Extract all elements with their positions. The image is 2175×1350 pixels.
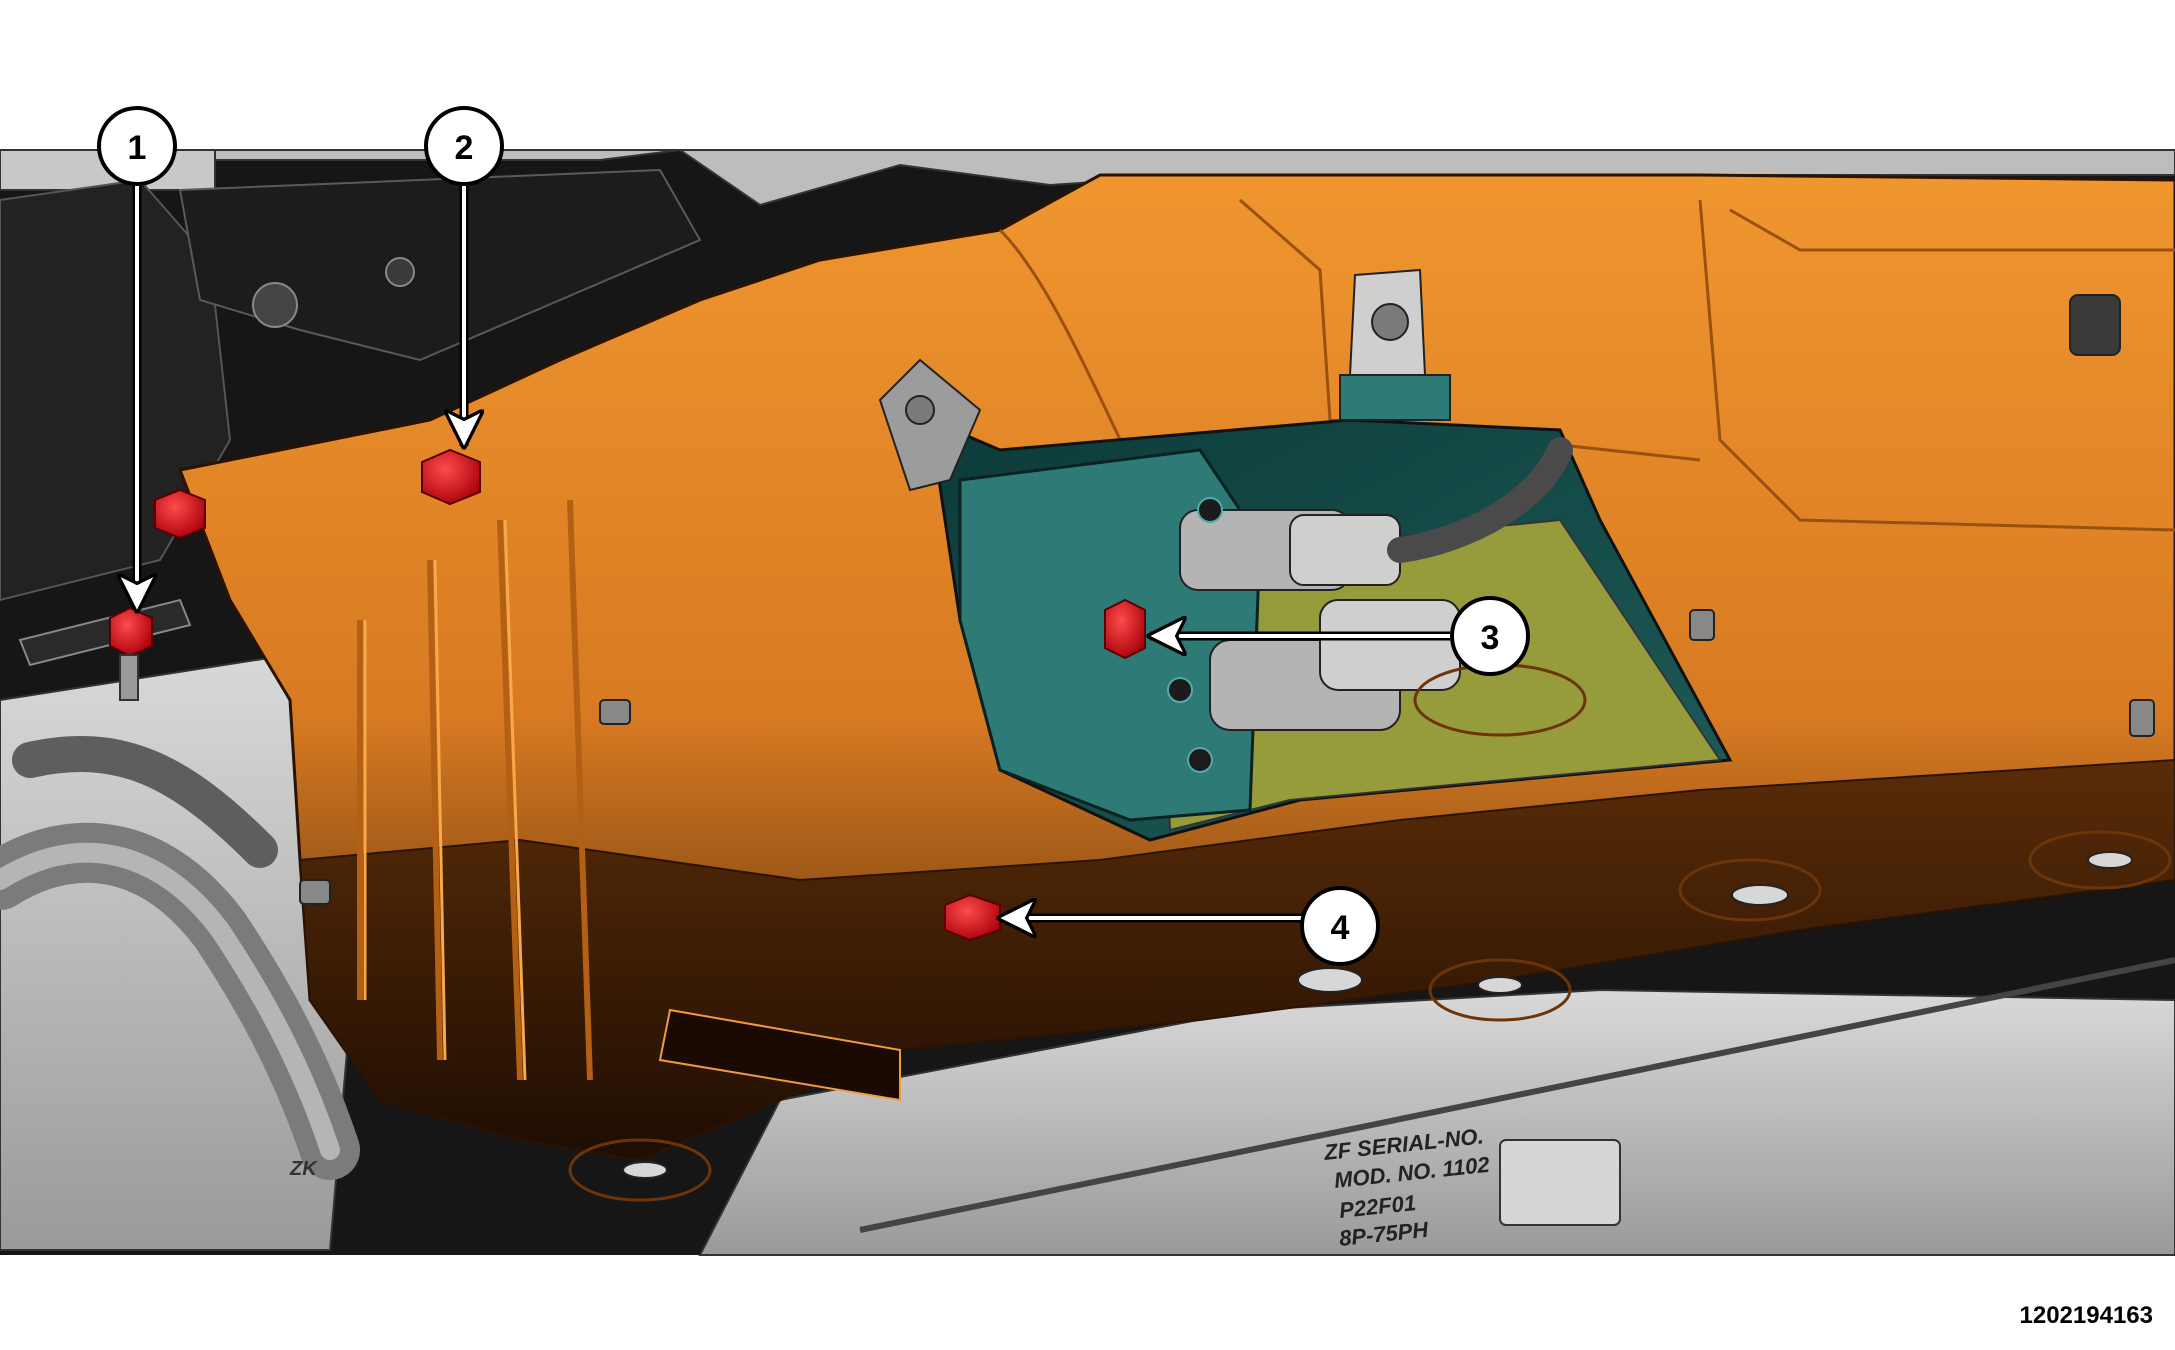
casting-text-corner: ZK: [289, 1158, 318, 1180]
callout-4: 4: [1300, 886, 1380, 966]
callout-circle-icon: [97, 106, 177, 186]
callout-label: 2: [455, 129, 474, 167]
shield-rib-highlight: [363, 519, 527, 1081]
callout-circle-icon: [1300, 886, 1380, 966]
callout-label: 4: [1331, 909, 1350, 947]
bracket-bolt-icon: [1167, 677, 1193, 703]
bracket-bolt-icon: [905, 395, 935, 425]
nut-icon: [109, 606, 153, 701]
shield-embossments: [568, 663, 2172, 1202]
studs: [299, 294, 2155, 905]
mount-boss: [252, 282, 298, 328]
callout-circle-icon: [424, 106, 504, 186]
shield-slot: [658, 1008, 901, 1102]
coolant-pipe-highlight: [0, 842, 340, 1160]
callout-1: 1: [97, 106, 177, 186]
id-plate: [1499, 1139, 1621, 1226]
nut-icon: [944, 893, 1001, 942]
callout-label: 3: [1481, 619, 1500, 657]
bracket-bolt-icon: [1187, 747, 1213, 773]
callout-label: 1: [128, 129, 147, 167]
bracket-tab-left: [878, 358, 982, 492]
hose: [12, 736, 278, 868]
bracket-bolt-icon: [1197, 497, 1223, 523]
callout-2: 2: [424, 106, 504, 186]
bracket-bolt-icon: [1371, 303, 1409, 341]
figure-id: 1202194163: [2019, 1302, 2153, 1329]
shield-groove: [998, 228, 1132, 461]
nut-icon: [154, 488, 206, 540]
illustration: ZF SERIAL-NO. MOD. NO. 1102 P22F01 8P-75…: [0, 106, 2175, 1256]
transmission-rib: [859, 957, 2175, 1233]
mount-boss: [385, 257, 415, 287]
nut-icon: [421, 448, 481, 506]
sensor-connector-upper: [1179, 509, 1401, 591]
sensor-cable: [1387, 437, 1573, 563]
callout-arrows: [137, 168, 1450, 918]
callout-circle-icon: [1450, 596, 1530, 676]
left-bracket-outline: [178, 168, 702, 362]
shield-rib: [357, 499, 593, 1081]
sensor-connector-lower: [1209, 599, 1461, 731]
nut-icon: [1104, 598, 1146, 660]
bracket-tab-base: [1339, 374, 1451, 421]
mount-screws: [622, 851, 2133, 1179]
callout-3: 3: [1450, 596, 1530, 676]
